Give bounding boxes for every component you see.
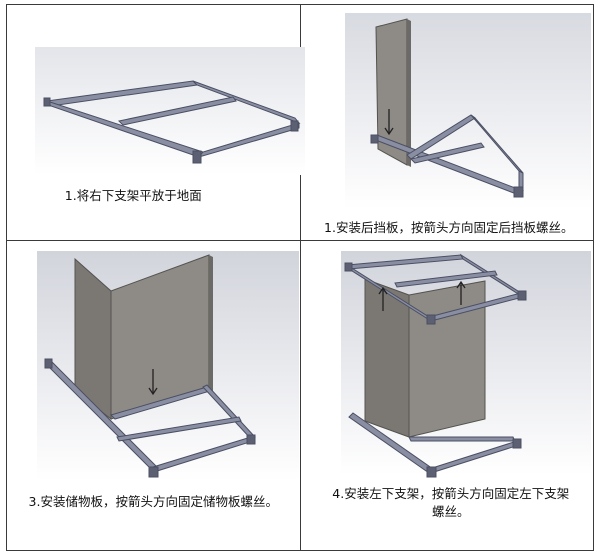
back-panel: [374, 18, 411, 167]
step-2-cell: 1.安装后挡板，按箭头方向固定后挡板螺丝。: [299, 4, 594, 241]
step-2-caption: 1.安装后挡板，按箭头方向固定后挡板螺丝。: [324, 220, 574, 235]
bottom-frame: [347, 412, 521, 478]
arrow-down-icon: [383, 109, 394, 136]
step-1-caption: 1.将右下支架平放于地面: [64, 188, 202, 203]
arrow-up-icon: [377, 286, 388, 311]
lower-right-frame: [43, 80, 301, 164]
arrow-up-icon: [455, 280, 466, 305]
step-4-caption-line-2: 螺丝。: [431, 504, 470, 519]
step-4-cell: 4.安装左下支架，按箭头方向固定左下支架 螺丝。: [299, 240, 594, 551]
arrow-down-icon: [148, 369, 158, 396]
top-frame: [344, 253, 526, 325]
step-3-caption: 3.安装储物板，按箭头方向固定储物板螺丝。: [28, 494, 278, 509]
step-4-caption: 4.安装左下支架，按箭头方向固定左下支架 螺丝。: [301, 485, 594, 521]
step-1-illustration: [35, 47, 305, 175]
instruction-grid: 1.将右下支架平放于地面 1.安装后挡板，按箭头方向固定后挡板螺丝。: [6, 4, 594, 551]
step-3-cell: 3.安装储物板，按箭头方向固定储物板螺丝。: [6, 240, 301, 551]
step-4-caption-line-1: 4.安装左下支架，按箭头方向固定左下支架: [332, 486, 570, 501]
frame: [370, 114, 524, 198]
step-2-illustration: [344, 13, 591, 209]
step-1-cell: 1.将右下支架平放于地面: [6, 4, 305, 241]
step-4-illustration: [340, 251, 591, 478]
step-3-illustration: [37, 251, 299, 481]
frame: [44, 358, 256, 478]
